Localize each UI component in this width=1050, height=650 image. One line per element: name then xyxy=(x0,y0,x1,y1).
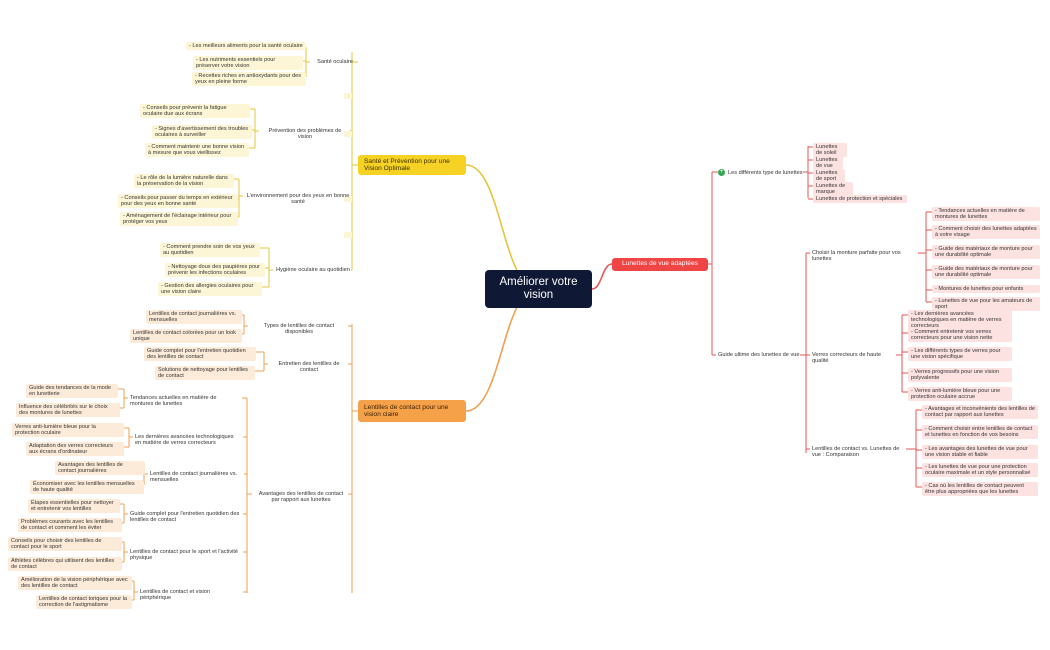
collapsed-marker xyxy=(344,232,352,238)
subtopic-guide-0-0[interactable]: - Tendances actuelles en matière de mont… xyxy=(932,207,1040,222)
subtopic-sante-3-1[interactable]: - Nettoyage doux des paupières pour prév… xyxy=(165,263,265,278)
topic-lentilles-1[interactable]: Entretien des lentilles de contact xyxy=(278,361,340,374)
branch-lentilles-contact[interactable]: Lentilles de contact pour une vision cla… xyxy=(358,400,466,422)
topic-guide-1[interactable]: Verres correcteurs de haute qualité xyxy=(812,352,882,365)
subtopic-avantages-0-1[interactable]: Influence des célébrités sur le choix de… xyxy=(16,403,120,418)
subtopic-type-lunettes-3[interactable]: Lunettes de marque xyxy=(813,182,853,197)
expand-plus-icon[interactable]: + xyxy=(718,169,725,176)
topic-avantages-5[interactable]: Lentilles de contact et vision périphéri… xyxy=(140,589,210,602)
subtopic-type-lunettes-4[interactable]: Lunettes de protection et spéciales xyxy=(813,195,907,204)
topic-guide-0[interactable]: Choisir la monture parfaite pour vos lun… xyxy=(812,250,901,263)
subtopic-avantages-1-1[interactable]: Adaptation des verres correcteurs aux éc… xyxy=(26,442,124,457)
topic-sante-0[interactable]: Santé oculaire xyxy=(317,59,353,65)
subtopic-avantages-3-1[interactable]: Problèmes courants avec les lentilles de… xyxy=(18,518,122,533)
subtopic-guide-1-2[interactable]: - Les différents types de verres pour un… xyxy=(908,347,1012,362)
topic-sante-3[interactable]: Hygiène oculaire au quotidien xyxy=(276,267,350,273)
subtopic-sante-3-0[interactable]: - Comment prendre soin de vos yeux au qu… xyxy=(160,243,260,258)
subtopic-sante-1-1[interactable]: - Signes d'avertissement des troubles oc… xyxy=(152,125,252,140)
subtopic-guide-1-4[interactable]: - Verres anti-lumière bleue pour une pro… xyxy=(908,387,1012,402)
subtopic-avantages-4-0[interactable]: Conseils pour choisir des lentilles de c… xyxy=(8,537,122,552)
topic-types-lunettes[interactable]: Les différents type de lunettes xyxy=(728,170,803,176)
subtopic-guide-2-1[interactable]: - Comment choisir entre lentilles de con… xyxy=(922,425,1038,440)
subtopic-sante-1-2[interactable]: - Comment maintenir une bonne vision à m… xyxy=(145,143,249,158)
subtopic-sante-2-2[interactable]: - Aménagement de l'éclairage intérieur p… xyxy=(120,212,238,227)
subtopic-avantages-3-0[interactable]: Étapes essentielles pour nettoyer et ent… xyxy=(28,499,120,514)
collapsed-marker xyxy=(344,196,352,202)
collapsed-marker xyxy=(344,131,352,137)
subtopic-lentilles-1-0[interactable]: Guide complet pour l'entretien quotidien… xyxy=(144,347,256,362)
subtopic-guide-1-0[interactable]: - Les dernières avancées technologiques … xyxy=(908,310,1012,331)
branch-sante-prevention[interactable]: Santé et Prévention pour une Vision Opti… xyxy=(358,155,466,175)
subtopic-guide-2-2[interactable]: - Les avantages des lunettes de vue pour… xyxy=(922,445,1038,460)
subtopic-guide-1-3[interactable]: - Verres progressifs pour une vision pol… xyxy=(908,368,1012,383)
subtopic-avantages-0-0[interactable]: Guide des tendances de la mode en lunett… xyxy=(26,384,118,399)
subtopic-lentilles-1-1[interactable]: Solutions de nettoyage pour lentilles de… xyxy=(155,366,255,381)
topic-guide-2[interactable]: Lentilles de contact vs. Lunettes de vue… xyxy=(812,446,900,459)
collapsed-marker xyxy=(344,93,352,99)
subtopic-sante-3-2[interactable]: - Gestion des allergies oculaires pour u… xyxy=(158,282,262,297)
subtopic-lentilles-0-0[interactable]: Lentilles de contact journalières vs. me… xyxy=(146,310,242,325)
topic-sante-1[interactable]: Prévention des problèmes de vision xyxy=(268,128,342,141)
subtopic-guide-0-3[interactable]: - Guide des matériaux de monture pour un… xyxy=(932,265,1040,280)
subtopic-avantages-2-1[interactable]: Économiser avec les lentilles mensuelles… xyxy=(30,480,144,495)
subtopic-avantages-1-0[interactable]: Verres anti-lumière bleue pour la protec… xyxy=(12,423,124,438)
topic-avantages-0[interactable]: Tendances actuelles en matière de montur… xyxy=(130,395,217,408)
subtopic-sante-0-1[interactable]: - Les nutriments essentiels pour préserv… xyxy=(193,56,303,71)
subtopic-lentilles-0-1[interactable]: Lentilles de contact colorées pour un lo… xyxy=(130,329,242,344)
subtopic-avantages-4-1[interactable]: Athlètes célèbres qui utilisent des lent… xyxy=(8,557,122,572)
subtopic-guide-0-1[interactable]: - Comment choisir des lunettes adaptées … xyxy=(932,225,1040,240)
subtopic-sante-0-2[interactable]: - Recettes riches en antioxydants pour d… xyxy=(192,72,306,87)
subtopic-sante-0-0[interactable]: - Les meilleurs aliments pour la santé o… xyxy=(186,42,306,51)
branch-lunettes-vue[interactable]: Lunettes de vue adaptées xyxy=(612,258,708,271)
subtopic-avantages-5-0[interactable]: Amélioration de la vision périphérique a… xyxy=(18,576,132,591)
subtopic-guide-0-4[interactable]: - Montures de lunettes pour enfants xyxy=(932,285,1040,294)
subtopic-guide-0-2[interactable]: - Guide des matériaux de monture pour un… xyxy=(932,245,1040,260)
topic-lentilles-0[interactable]: Types de lentilles de contact disponible… xyxy=(263,323,335,336)
topic-avantages-4[interactable]: Lentilles de contact pour le sport et l'… xyxy=(130,549,239,562)
subtopic-avantages-2-0[interactable]: Avantages des lentilles de contact journ… xyxy=(55,461,145,476)
connector-line xyxy=(591,263,613,290)
topic-sante-2[interactable]: L'environnement pour des yeux en bonne s… xyxy=(246,193,350,206)
topic-guide-ultime[interactable]: Guide ultime des lunettes de vue xyxy=(718,352,800,358)
topic-avantages-3[interactable]: Guide complet pour l'entretien quotidien… xyxy=(130,511,240,524)
subtopic-sante-1-0[interactable]: - Conseils pour prévenir la fatigue ocul… xyxy=(140,104,250,119)
subtopic-guide-2-4[interactable]: - Cas où les lentilles de contact peuven… xyxy=(922,482,1038,497)
subtopic-type-lunettes-1[interactable]: Lunettes de vue xyxy=(813,156,843,171)
subtopic-guide-0-5[interactable]: - Lunettes de vue pour les amateurs de s… xyxy=(932,297,1040,312)
subtopic-sante-2-0[interactable]: - Le rôle de la lumière naturelle dans l… xyxy=(134,174,234,189)
subtopic-sante-2-1[interactable]: - Conseils pour passer du temps en extér… xyxy=(118,194,238,209)
topic-avantages-2[interactable]: Lentilles de contact journalières vs. me… xyxy=(150,471,238,484)
topic-avantages-1[interactable]: Les dernières avancées technologiques en… xyxy=(135,434,234,447)
subtopic-guide-2-0[interactable]: - Avantages et inconvénients des lentill… xyxy=(922,405,1038,420)
subtopic-avantages-5-1[interactable]: Lentilles de contact toriques pour la co… xyxy=(36,595,132,610)
root-topic[interactable]: Améliorer votre vision xyxy=(485,270,592,308)
topic-avantages[interactable]: Avantages des lentilles de contact par r… xyxy=(258,491,344,504)
subtopic-type-lunettes-0[interactable]: Lunettes de soleil xyxy=(813,143,847,158)
subtopic-guide-2-3[interactable]: - Les lunettes de vue pour une protectio… xyxy=(922,463,1038,478)
subtopic-guide-1-1[interactable]: - Comment entretenir vos verres correcte… xyxy=(908,328,1012,343)
subtopic-type-lunettes-2[interactable]: Lunettes de sport xyxy=(813,169,845,184)
